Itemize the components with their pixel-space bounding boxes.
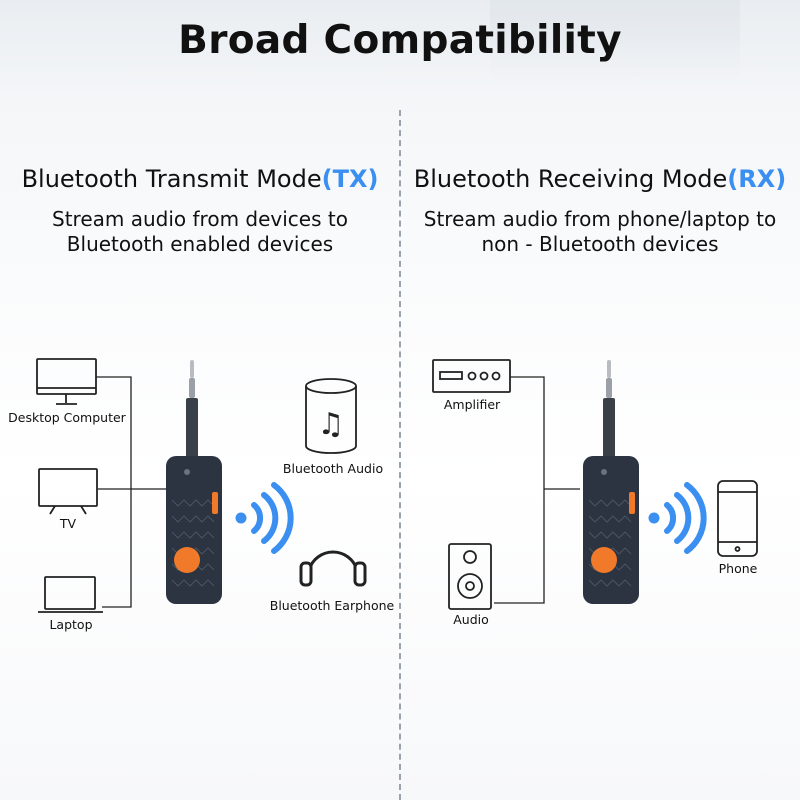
rx-desc-line-1: Stream audio from phone/laptop to — [423, 207, 777, 231]
tx-device-button — [174, 547, 200, 573]
bluetooth-earphone-icon — [299, 550, 367, 587]
tx-mode-description: Stream audio from devices to Bluetooth e… — [0, 207, 400, 257]
desktop-computer-icon — [36, 358, 97, 405]
rx-mode-description: Stream audio from phone/laptop to non - … — [400, 207, 800, 257]
background-window — [490, 0, 740, 80]
tx-mode-title: Bluetooth Transmit Mode(TX) — [0, 165, 400, 193]
phone-label: Phone — [718, 561, 758, 576]
rx-desc-line-2: non - Bluetooth devices — [481, 232, 719, 256]
bluetooth-speaker-icon: ♫ — [305, 378, 357, 454]
tv-icon — [38, 468, 98, 515]
tv-label: TV — [59, 516, 77, 531]
rx-device-image — [583, 360, 639, 604]
tx-desc-line-1: Stream audio from devices to — [52, 207, 348, 231]
phone-icon — [717, 480, 758, 557]
audio-speaker-icon — [448, 543, 492, 610]
tx-panel: Bluetooth Transmit Mode(TX) Stream audio… — [0, 165, 400, 632]
rx-device-button — [591, 547, 617, 573]
svg-text:♫: ♫ — [318, 407, 345, 442]
amplifier-icon — [432, 359, 511, 393]
rx-connector-lines — [494, 376, 580, 604]
tx-mode-badge: (TX) — [321, 165, 379, 193]
audio-label: Audio — [453, 612, 489, 627]
desktop-computer-label: Desktop Computer — [8, 410, 126, 425]
amplifier-label: Amplifier — [443, 397, 501, 412]
center-divider — [399, 110, 401, 800]
laptop-label: Laptop — [49, 617, 93, 632]
tx-diagram: ♫ — [36, 358, 367, 613]
rx-mode-title: Bluetooth Receiving Mode(RX) — [400, 165, 800, 193]
page-title: Broad Compatibility — [178, 18, 622, 63]
tx-device-image — [166, 360, 222, 604]
rx-diagram — [432, 359, 758, 610]
laptop-icon — [38, 576, 103, 613]
bluetooth-audio-label: Bluetooth Audio — [282, 461, 384, 476]
tx-mode-title-text: Bluetooth Transmit Mode — [21, 165, 322, 193]
tx-signal-waves-icon — [235, 482, 294, 554]
rx-mode-badge: (RX) — [727, 165, 787, 193]
bluetooth-earphone-label: Bluetooth Earphone — [269, 598, 395, 613]
rx-signal-waves-icon — [648, 482, 707, 554]
rx-mode-title-text: Bluetooth Receiving Mode — [413, 165, 728, 193]
tx-connector-lines — [96, 376, 170, 608]
rx-panel: Bluetooth Receiving Mode(RX) Stream audi… — [400, 0, 800, 800]
tx-desc-line-2: Bluetooth enabled devices — [66, 232, 334, 256]
